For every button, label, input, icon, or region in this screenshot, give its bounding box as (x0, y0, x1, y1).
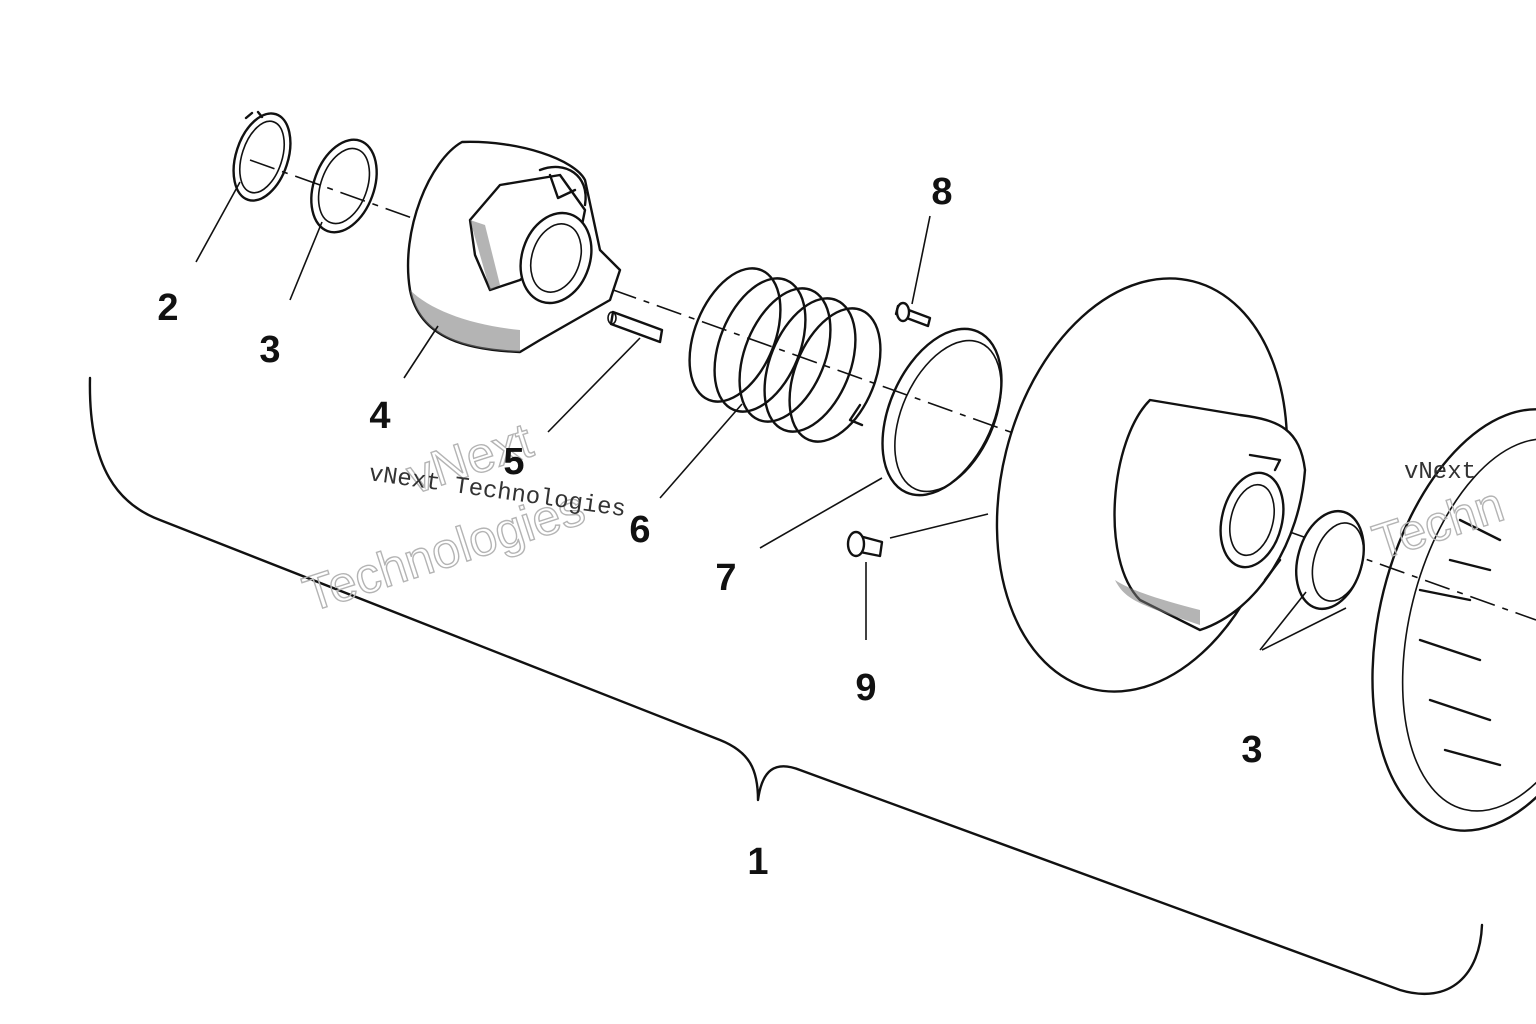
part-key (607, 310, 664, 344)
leader-lines (195, 181, 1347, 651)
callout-cam: 4 (369, 395, 390, 437)
part-spring-cup (881, 327, 1003, 497)
part-sheave (995, 277, 1307, 693)
callout-snap-ring: 2 (157, 287, 178, 329)
part-screw (894, 301, 932, 328)
callout-key: 5 (503, 441, 524, 483)
callout-spring: 6 (629, 509, 650, 551)
assembly-brace (88, 376, 1484, 996)
part-washer-left (310, 138, 378, 234)
callout-assembly: 1 (747, 841, 768, 883)
watermark-right-fragment-1: vNext (1404, 459, 1476, 486)
callout-washer-left: 3 (259, 329, 280, 371)
part-spring (688, 267, 882, 443)
callout-washer-right: 3 (1241, 729, 1262, 771)
callout-screw: 8 (931, 171, 952, 213)
part-cam (406, 140, 622, 354)
callout-spring-cup: 7 (715, 557, 736, 599)
watermark-right-fragment-2: Techn (1366, 476, 1510, 570)
watermark: vNext Technologies (296, 411, 592, 623)
callout-bushing: 9 (855, 667, 876, 709)
part-snap-ring (232, 110, 292, 202)
part-fixed-sheave (1371, 408, 1536, 832)
part-washer-right (1295, 509, 1365, 611)
part-bushing (846, 530, 884, 558)
